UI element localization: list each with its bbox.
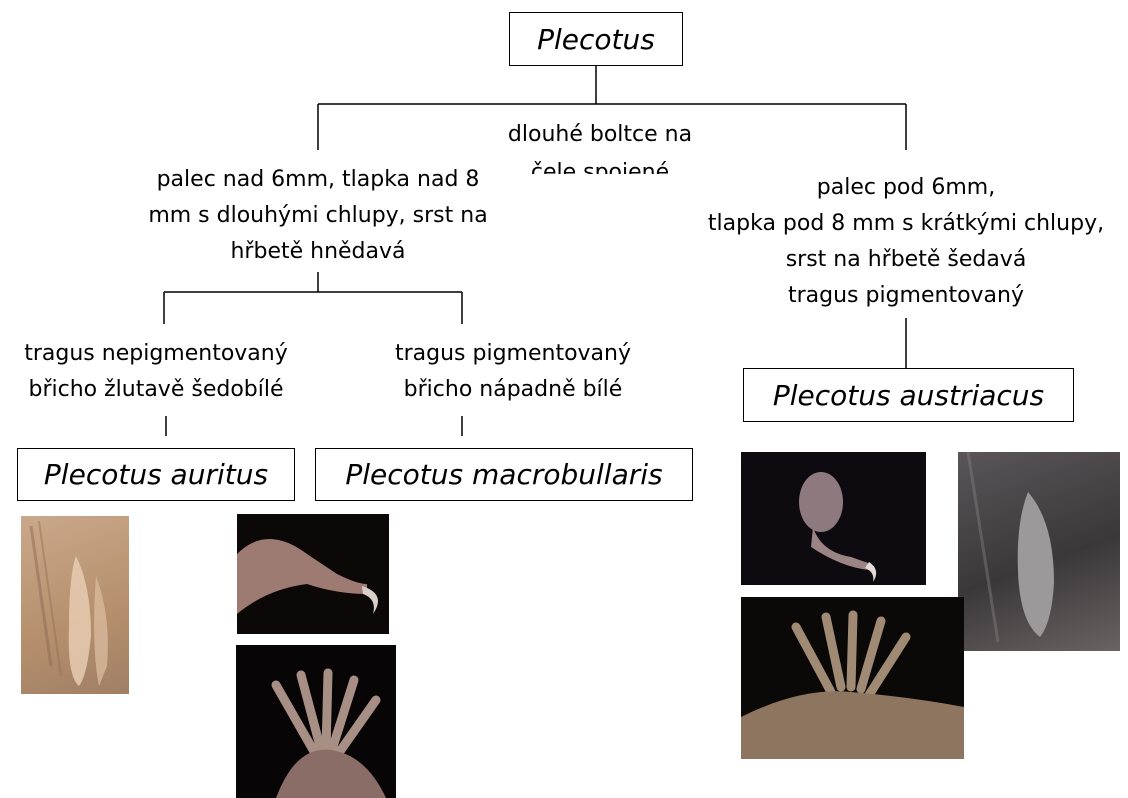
left-branch-line-3: hřbetě hnědavá (98, 234, 538, 270)
auritus-criterion: tragus nepigmentovaný břicho žlutavě šed… (0, 336, 312, 408)
right-branch-criterion: palec pod 6mm, tlapka pod 8 mm s krátkým… (686, 170, 1126, 314)
photo-auritus-tragus (21, 516, 129, 694)
macrobullaris-line-1: tragus pigmentovaný (368, 336, 658, 372)
species-austriacus: Plecotus austriacus (773, 379, 1044, 412)
photo-macrobullaris-thumb (237, 514, 389, 634)
center-line-1: dlouhé boltce na (480, 116, 720, 154)
macrobullaris-line-2: břicho nápadně bílé (368, 372, 658, 408)
tragus-illustration (958, 452, 1120, 651)
photo-austriacus-foot (741, 597, 964, 759)
right-branch-line-2: tlapka pod 8 mm s krátkými chlupy, (686, 206, 1126, 242)
left-branch-criterion: palec nad 6mm, tlapka nad 8 mm s dlouhým… (98, 162, 538, 270)
photo-austriacus-tragus (958, 452, 1120, 651)
photo-macrobullaris-foot (236, 645, 396, 798)
auritus-line-2: břicho žlutavě šedobílé (0, 372, 312, 408)
photo-austriacus-thumb (741, 452, 926, 585)
right-branch-line-3: srst na hřbetě šedavá (686, 242, 1126, 278)
root-title: Plecotus (537, 23, 655, 56)
thumb-illustration (741, 452, 926, 585)
right-branch-line-1: palec pod 6mm, (686, 170, 1126, 206)
thumb-illustration (237, 514, 389, 634)
species-box-austriacus: Plecotus austriacus (743, 368, 1074, 422)
foot-illustration (741, 597, 964, 759)
left-branch-line-2: mm s dlouhými chlupy, srst na (98, 198, 538, 234)
foot-illustration (236, 645, 396, 798)
species-auritus: Plecotus auritus (44, 458, 268, 491)
right-branch-line-4: tragus pigmentovaný (686, 278, 1126, 314)
left-branch-line-1: palec nad 6mm, tlapka nad 8 (98, 162, 538, 198)
species-box-macrobullaris: Plecotus macrobullaris (315, 448, 693, 501)
species-box-auritus: Plecotus auritus (17, 448, 295, 501)
tragus-illustration (21, 516, 129, 694)
macrobullaris-criterion: tragus pigmentovaný břicho nápadně bílé (368, 336, 658, 408)
root-box: Plecotus (509, 12, 683, 66)
species-macrobullaris: Plecotus macrobullaris (345, 458, 662, 491)
auritus-line-1: tragus nepigmentovaný (0, 336, 312, 372)
